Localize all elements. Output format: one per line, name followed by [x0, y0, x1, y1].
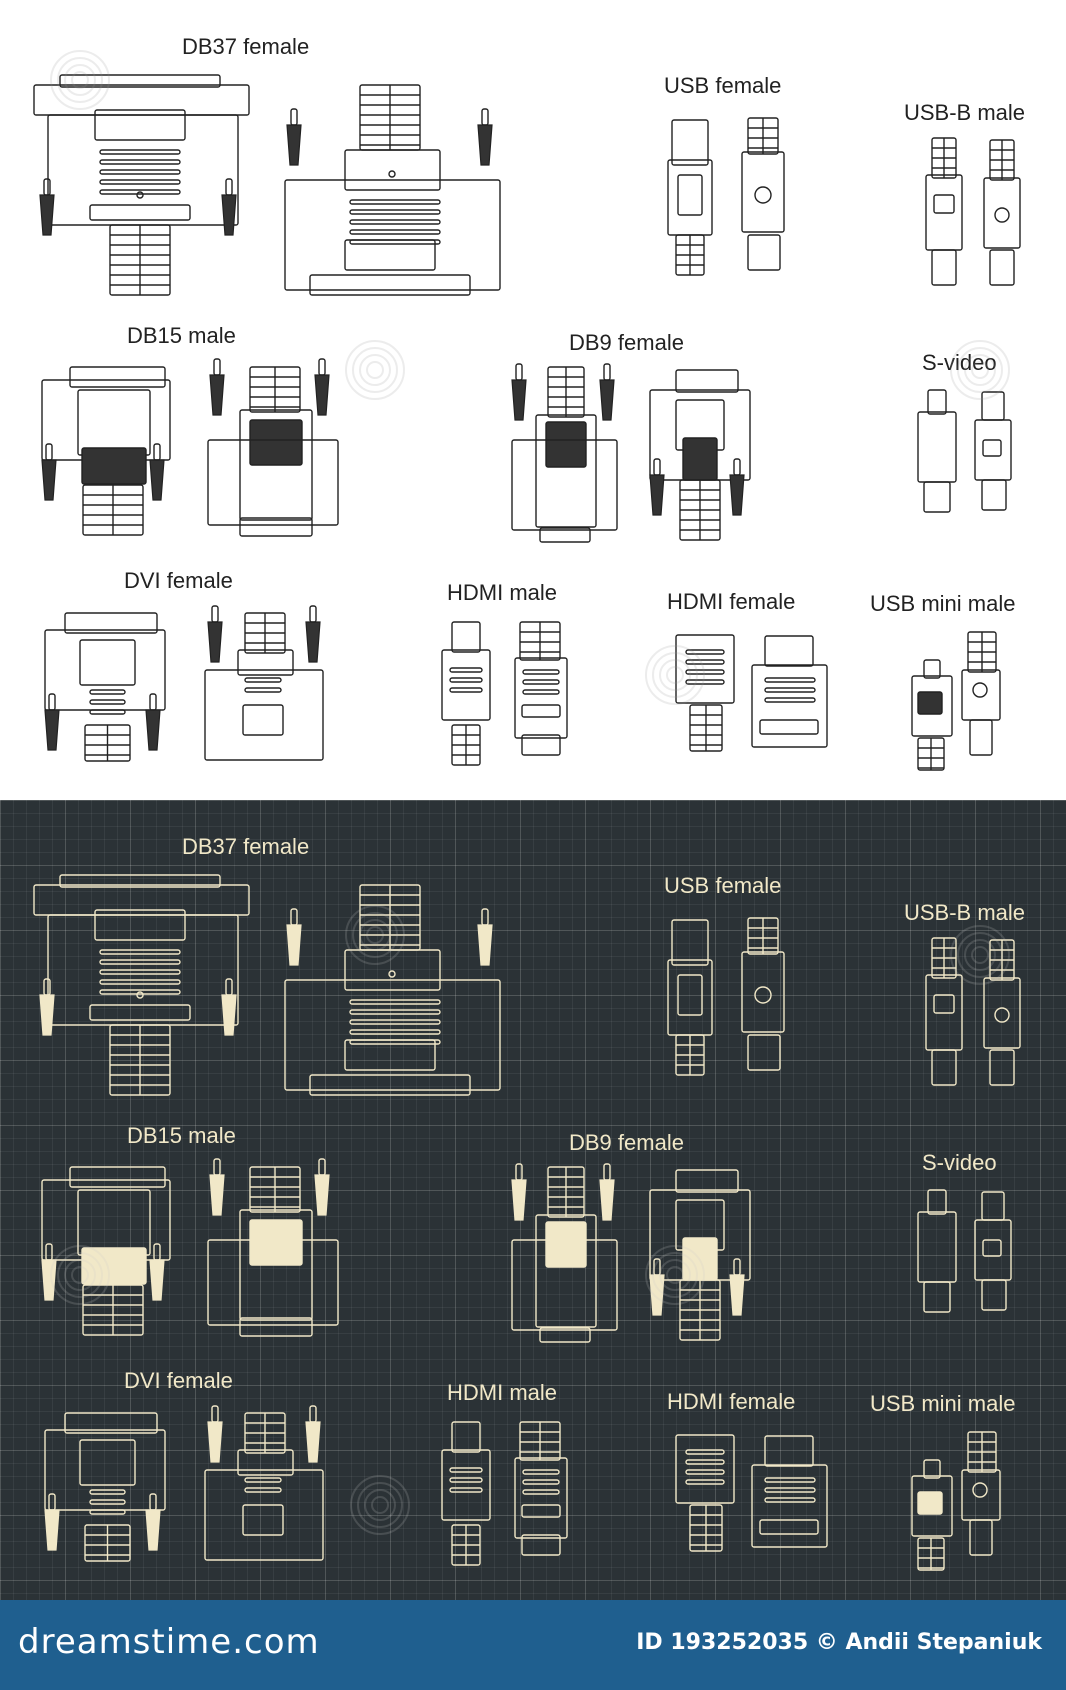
label-hdmi-male: HDMI male: [447, 1380, 558, 1405]
connector-drawing-hdmi-male-b: [514, 621, 568, 756]
connector-drawing-svideo-b: [974, 391, 1012, 511]
connector-drawing-hdmi-female-b: [751, 1435, 828, 1548]
label-usb-female: USB female: [664, 73, 782, 98]
watermark-icon: [645, 645, 705, 705]
label-db9-female: DB9 female: [569, 1130, 684, 1155]
watermark-icon: [345, 905, 405, 965]
blueprint-grid: [0, 800, 1066, 1600]
watermark-icon: [345, 340, 405, 400]
connector-drawing-dvi-b: [204, 605, 324, 761]
label-db9-female: DB9 female: [569, 330, 684, 355]
label-dvi-female: DVI female: [124, 568, 233, 593]
connector-drawing-usb-female-a: [667, 119, 713, 276]
label-usbb-male: USB-B male: [904, 900, 1026, 925]
connector-drawing-hdmi-female-a: [675, 1434, 735, 1552]
brand-logo[interactable]: dreamstime.com: [18, 1622, 320, 1662]
label-dvi-female: DVI female: [124, 1368, 233, 1393]
connector-drawing-usbmini-b: [961, 631, 1001, 756]
label-usbb-male: USB-B male: [904, 100, 1026, 125]
connector-drawing-hdmi-male-b: [514, 1421, 568, 1556]
dark-panel: DB37 female USB female USB-B male DB15 m…: [0, 800, 1066, 1600]
connector-drawing-db9-b: [649, 1169, 751, 1341]
connector-drawing-usbb-a: [925, 937, 963, 1086]
connector-drawing-usbb-a: [925, 137, 963, 286]
label-usb-female: USB female: [664, 873, 782, 898]
connector-drawing-svideo-a: [917, 1189, 957, 1313]
watermark-icon: [50, 50, 110, 110]
connector-drawing-dvi-a: [44, 612, 166, 762]
connector-drawing-svideo-b: [974, 1191, 1012, 1311]
connector-drawing-db15-a: [41, 366, 171, 536]
connector-drawing-usbmini-a: [911, 1459, 953, 1571]
label-hdmi-female: HDMI female: [667, 1389, 796, 1414]
footer-bar: dreamstime.com ID 193252035 © Andii Step…: [0, 1600, 1066, 1690]
connector-drawing-db9-a: [511, 1163, 618, 1343]
label-usbmini-male: USB mini male: [870, 591, 1016, 616]
connector-drawing-hdmi-male-a: [441, 621, 491, 766]
watermark-icon: [50, 1245, 110, 1305]
label-db15-male: DB15 male: [127, 323, 236, 348]
connector-drawing-db37-front: [33, 74, 250, 296]
connector-drawing-hdmi-female-b: [751, 635, 828, 748]
connector-drawing-dvi-b: [204, 1405, 324, 1561]
connector-drawing-db37-front: [33, 874, 250, 1096]
connector-drawing-db15-b: [207, 358, 339, 537]
connector-drawing-usb-female-a: [667, 919, 713, 1076]
connector-drawing-db15-b: [207, 1158, 339, 1337]
connector-drawing-db9-a: [511, 363, 618, 543]
label-db37-female: DB37 female: [182, 834, 310, 859]
connector-drawing-usbmini-a: [911, 659, 953, 771]
label-svideo: S-video: [922, 1150, 997, 1175]
label-db37-female: DB37 female: [182, 34, 310, 59]
connector-drawing-db37-back: [284, 84, 501, 296]
connector-drawing-db9-b: [649, 369, 751, 541]
watermark-icon: [645, 1245, 705, 1305]
watermark-icon: [350, 1475, 410, 1535]
label-hdmi-male: HDMI male: [447, 580, 558, 605]
label-db15-male: DB15 male: [127, 1123, 236, 1148]
image-credit: ID 193252035 © Andii Stepaniuk: [636, 1630, 1042, 1655]
connector-drawing-svideo-a: [917, 389, 957, 513]
connector-drawing-db37-back: [284, 884, 501, 1096]
connector-drawing-usbmini-b: [961, 1431, 1001, 1556]
connector-drawing-usbb-b: [983, 939, 1021, 1086]
label-usbmini-male: USB mini male: [870, 1391, 1016, 1416]
watermark-icon: [950, 925, 1010, 985]
label-hdmi-female: HDMI female: [667, 589, 796, 614]
watermark-icon: [950, 340, 1010, 400]
light-panel: DB37 female USB female USB-B male DB15 m…: [0, 0, 1066, 800]
connector-drawing-usb-female-b: [741, 917, 785, 1071]
label-svideo: S-video: [922, 350, 997, 375]
connector-drawing-hdmi-male-a: [441, 1421, 491, 1566]
connector-drawing-usbb-b: [983, 139, 1021, 286]
connector-drawing-db15-a: [41, 1166, 171, 1336]
connector-drawing-hdmi-female-a: [675, 634, 735, 752]
connector-drawing-dvi-a: [44, 1412, 166, 1562]
connector-drawing-usb-female-b: [741, 117, 785, 271]
